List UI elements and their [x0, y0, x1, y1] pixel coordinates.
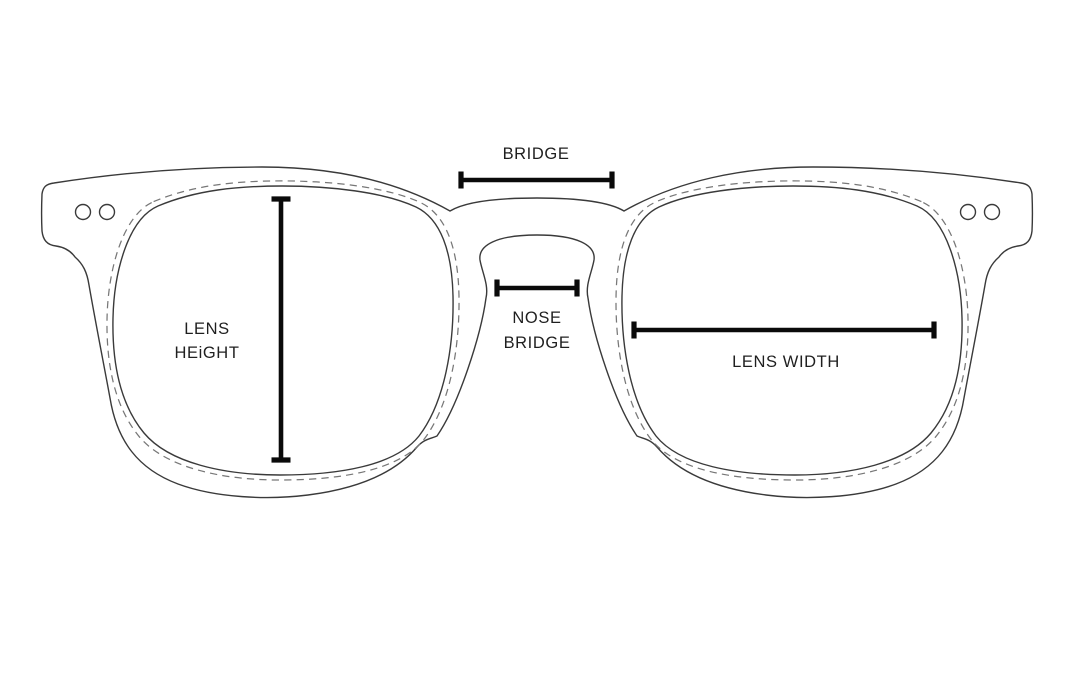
bridge-label: BRIDGE — [503, 145, 570, 163]
left-rivet-2 — [98, 203, 116, 221]
nose-bridge-label-line2: BRIDGE — [504, 334, 571, 352]
right-rivet-2 — [983, 203, 1001, 221]
lens-height-measurement: LENS HEiGHT — [174, 196, 291, 463]
right-lens-rim — [621, 185, 963, 476]
lens-height-label-line2: HEiGHT — [174, 344, 239, 362]
left-lens-groove-dashed — [106, 180, 460, 481]
nose-bridge-label-line1: NOSE — [512, 309, 561, 327]
lens-height-label-line1: LENS — [184, 320, 230, 338]
left-lens-rim — [112, 185, 454, 476]
bridge-measurement: BRIDGE — [458, 145, 615, 189]
left-rivet-1 — [74, 203, 92, 221]
right-rivet-1 — [959, 203, 977, 221]
nose-bridge-measurement: NOSE BRIDGE — [494, 279, 580, 352]
glasses-frame — [40, 166, 1034, 499]
lens-width-measurement: LENS WIDTH — [631, 321, 937, 371]
frame-outer-outline — [40, 166, 1034, 499]
lens-width-label: LENS WIDTH — [732, 353, 840, 371]
right-lens-groove-dashed — [615, 180, 969, 481]
